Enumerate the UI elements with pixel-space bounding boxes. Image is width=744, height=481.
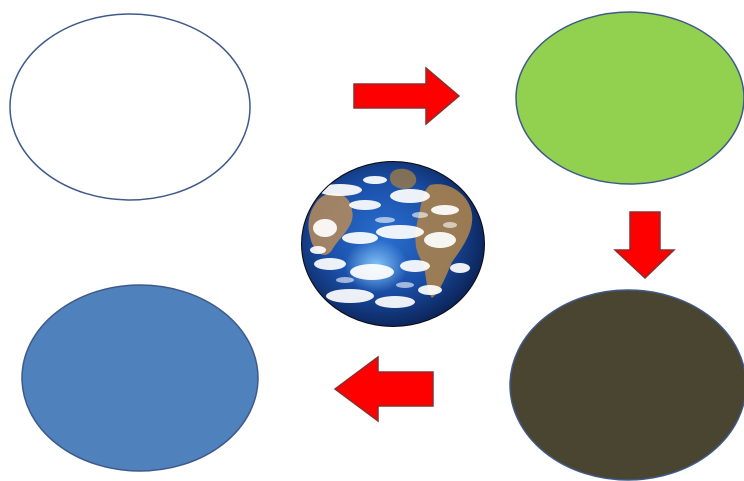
arrow-left — [335, 357, 433, 421]
node-ellipse-top-right — [516, 12, 744, 184]
node-ellipse-bottom-right — [510, 290, 744, 480]
arrow-down — [615, 212, 674, 278]
arrow-right — [354, 68, 459, 124]
earth-globe-icon — [301, 161, 485, 327]
node-ellipse-top-left — [10, 14, 250, 200]
node-ellipse-bottom-left — [22, 285, 258, 471]
